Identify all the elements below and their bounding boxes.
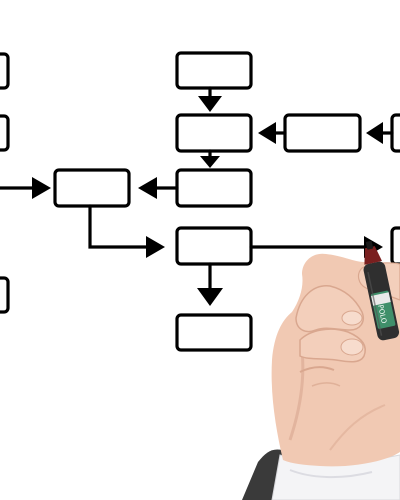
arrowhead-right-2 [146,236,165,258]
flow-box-left-2 [0,114,10,152]
hand-illustration [242,253,400,500]
marker-tip [364,246,383,265]
flow-box-right [283,113,362,153]
flow-box-left-3 [0,276,10,314]
flow-box-lower-center [175,226,253,266]
flow-box-far-right-lower [390,226,400,266]
flow-box-left-1 [0,52,10,90]
arrowhead-right-1 [32,177,51,199]
arrowhead-down-2 [200,156,220,168]
marker-pen: POLO [363,240,400,341]
flowchart-connectors [0,86,394,292]
flow-box-left-middle [53,168,131,208]
arrowhead-left-3 [138,177,157,199]
flowchart-diagram [0,51,400,352]
arrowhead-left-1 [258,122,276,144]
arrowhead-down-3 [197,288,223,306]
flow-box-middle-center [175,168,253,208]
marker-imprint: POLO [376,304,388,325]
flow-box-upper-center [175,113,253,153]
arrowhead-down-1 [198,96,222,112]
flow-box-top-center [175,51,253,90]
arrowhead-left-2 [366,122,383,144]
flow-box-bottom-center [175,313,253,352]
